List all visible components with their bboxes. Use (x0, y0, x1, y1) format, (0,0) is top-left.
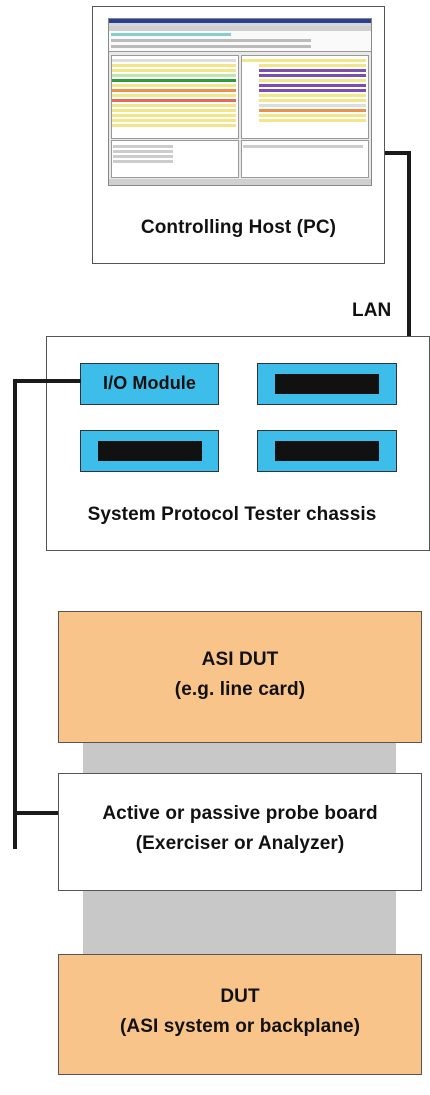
connector-top (83, 743, 396, 773)
asi-dut-line2: (e.g. line card) (174, 679, 306, 700)
dut-box: DUT (ASI system or backplane) (58, 954, 422, 1075)
module-slot-4 (257, 430, 397, 472)
io-module-label: I/O Module (103, 373, 196, 393)
asi-dut-line1: ASI DUT (201, 649, 279, 670)
module-slot-2 (257, 363, 397, 405)
module-slot-3 (80, 430, 219, 472)
dut-line1: DUT (220, 986, 260, 1007)
system-protocol-tester-chassis: I/O Module System Protocol Tester chassi… (46, 336, 430, 551)
lan-cable-vertical (407, 151, 411, 338)
chassis-label: System Protocol Tester chassis (87, 504, 377, 525)
controlling-host-box: Controlling Host (PC) (92, 6, 385, 264)
probe-board-box: Active or passive probe board (Exerciser… (58, 773, 422, 891)
software-window-screenshot-icon (108, 18, 372, 186)
probe-cable-top (13, 379, 81, 383)
connector-bottom (83, 891, 396, 954)
probe-board-line1: Active or passive probe board (102, 803, 378, 824)
asi-dut-box: ASI DUT (e.g. line card) (58, 611, 422, 743)
probe-cable-vertical (13, 379, 17, 849)
controlling-host-label: Controlling Host (PC) (140, 217, 337, 238)
dut-line2: (ASI system or backplane) (119, 1016, 361, 1037)
probe-cable-to-board (13, 811, 58, 815)
lan-cable-horizontal (385, 151, 411, 155)
io-module: I/O Module (80, 363, 219, 405)
probe-board-line2: (Exerciser or Analyzer) (135, 833, 345, 854)
lan-label: LAN (352, 300, 392, 321)
